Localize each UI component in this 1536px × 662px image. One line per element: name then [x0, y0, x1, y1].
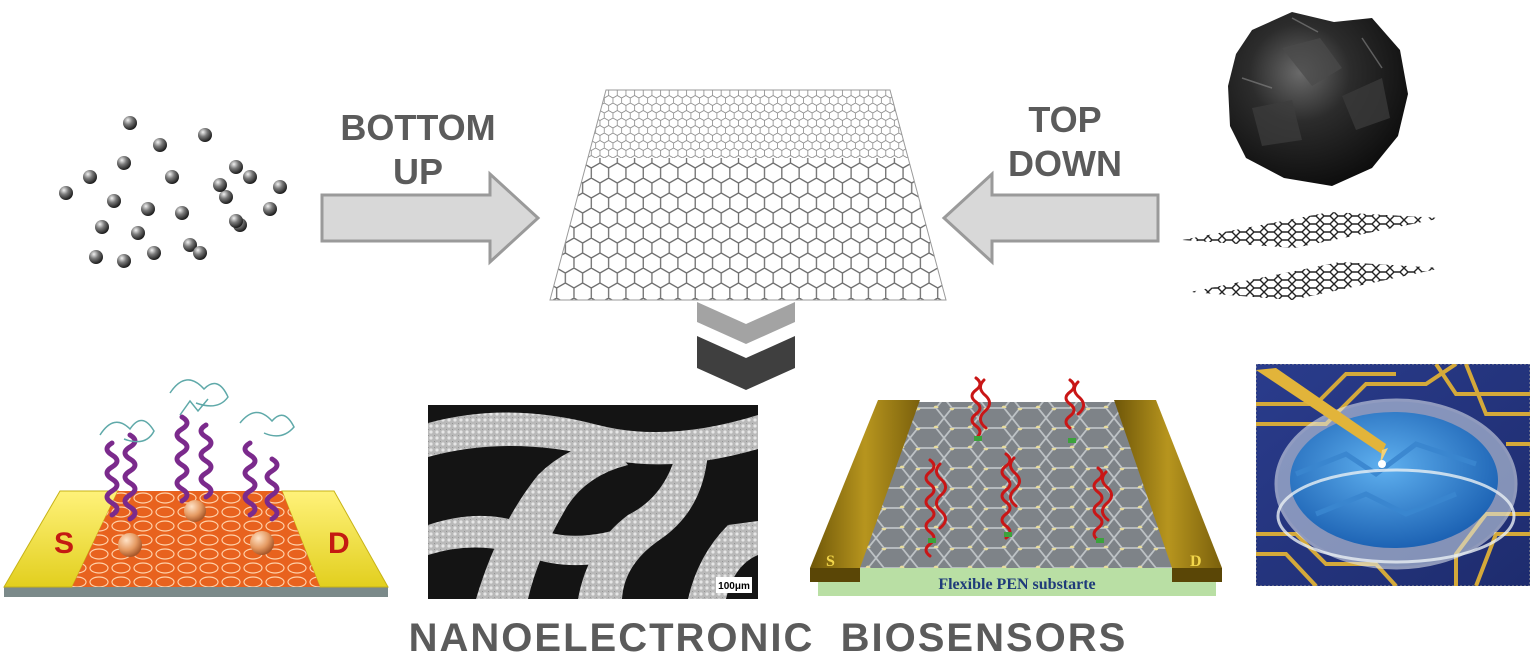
carbon-atom — [263, 202, 277, 216]
carbon-atom — [153, 138, 167, 152]
carbon-atom — [213, 178, 227, 192]
carbon-atoms-cluster — [59, 116, 287, 268]
source-label-left: S — [54, 527, 74, 560]
bottom-up-arrow — [320, 170, 541, 266]
top-down-label: TOP DOWN — [985, 98, 1145, 186]
carbon-atom — [175, 206, 189, 220]
carbon-atom — [243, 170, 257, 184]
footer-title: NANOELECTRONIC BIOSENSORS — [408, 616, 1128, 660]
carbon-atom — [219, 190, 233, 204]
graphene-sheet — [549, 89, 947, 301]
bottom-up-line2: UP — [392, 151, 443, 192]
fet-biosensor-panel-left: S D — [3, 379, 389, 597]
top-down-line2: DOWN — [1008, 143, 1122, 184]
source-label-right: S — [826, 553, 835, 570]
carbon-atom — [89, 250, 103, 264]
bottom-up-label: BOTTOM UP — [318, 106, 518, 194]
carbon-atom — [183, 238, 197, 252]
carbon-atom — [117, 254, 131, 268]
carbon-atom — [131, 226, 145, 240]
sem-micrograph: 100μm — [428, 405, 758, 599]
carbon-atom — [141, 202, 155, 216]
carbon-atom — [165, 170, 179, 184]
top-down-line1: TOP — [1028, 99, 1102, 140]
petri-dish-sensor-image — [1256, 364, 1530, 586]
drain-label-left: D — [328, 527, 350, 560]
carbon-atom — [123, 116, 137, 130]
carbon-atom — [193, 246, 207, 260]
fet-biosensor-panel-right: S D Flexible PEN substarte — [810, 376, 1222, 596]
carbon-atom — [95, 220, 109, 234]
carbon-atom — [83, 170, 97, 184]
bottom-up-line1: BOTTOM — [340, 107, 496, 148]
scale-bar-label: 100μm — [718, 581, 750, 592]
graphite-layers — [1182, 212, 1442, 300]
carbon-atom — [59, 186, 73, 200]
carbon-atom — [147, 246, 161, 260]
top-down-arrow — [941, 170, 1160, 266]
graphite-rock-image — [1228, 12, 1408, 186]
carbon-atom — [273, 180, 287, 194]
carbon-atom — [229, 214, 243, 228]
carbon-atom — [107, 194, 121, 208]
carbon-atom — [198, 128, 212, 142]
carbon-atom — [117, 156, 131, 170]
drain-label-right: D — [1190, 553, 1202, 570]
substrate-label: Flexible PEN substarte — [938, 576, 1095, 593]
carbon-atom — [229, 160, 243, 174]
chevron-down-icon — [697, 302, 795, 390]
